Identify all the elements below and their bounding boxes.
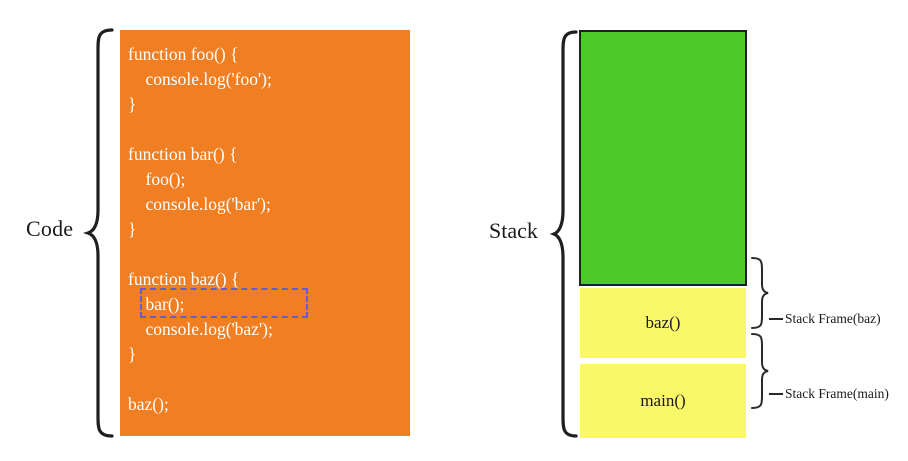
code-line-highlighted: bar(); (128, 294, 185, 314)
code-line: baz(); (128, 394, 169, 414)
code-line: function bar() { (128, 144, 238, 164)
code-line: function foo() { (128, 44, 239, 64)
code-block: function foo() { console.log('foo'); } f… (120, 30, 410, 436)
stack-section-label: Stack (489, 218, 538, 243)
code-line-blank (120, 117, 410, 142)
stack-frame-main-annotation: Stack Frame(main) (785, 386, 889, 401)
code-line: } (128, 344, 137, 364)
stack-free-space (579, 30, 747, 286)
code-line: } (128, 94, 137, 114)
stack-frame-baz-brace (750, 256, 770, 330)
code-line: } (128, 219, 137, 239)
code-line-blank (120, 242, 410, 267)
code-line: console.log('bar'); (128, 194, 271, 214)
code-line: console.log('baz'); (128, 319, 273, 339)
code-line: foo(); (128, 169, 186, 189)
stack-container: baz() main() (579, 30, 747, 438)
code-section-label: Code (26, 216, 74, 241)
stack-frame-main-leader (769, 393, 783, 395)
stack-frame-main-brace (750, 332, 770, 410)
stack-brace (549, 30, 580, 438)
stack-frame-baz: baz() (580, 288, 746, 358)
stack-frame-main: main() (580, 364, 746, 438)
code-brace (82, 28, 116, 438)
code-line: function baz() { (128, 269, 240, 289)
code-line: console.log('foo'); (128, 69, 272, 89)
code-line-blank (120, 367, 410, 392)
code-lines: function foo() { console.log('foo'); } f… (120, 42, 410, 417)
stack-frame-baz-annotation: Stack Frame(baz) (785, 311, 881, 326)
stack-frame-baz-leader (769, 318, 783, 320)
